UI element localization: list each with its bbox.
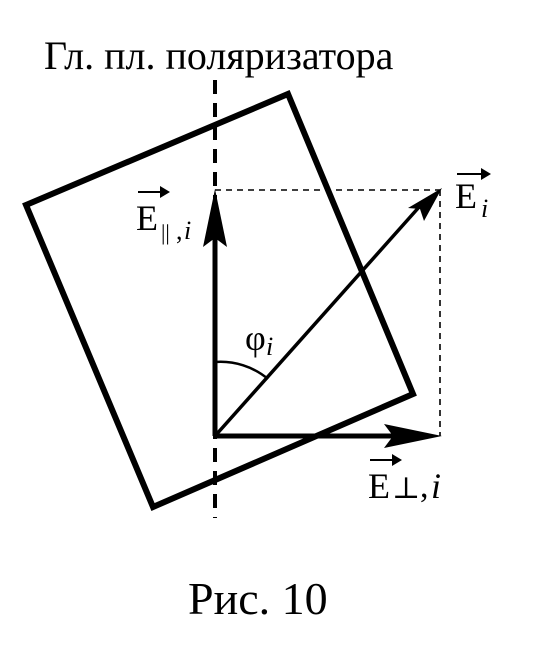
e-total-label: E i — [455, 166, 505, 226]
vector-arrow-icon — [138, 186, 170, 198]
diagram-title: Гл. пл. поляризатора — [44, 33, 394, 78]
figure-caption: Рис. 10 — [188, 573, 328, 624]
polarizer-plate — [22, 90, 417, 511]
e-parallel-sub-sep: , — [176, 216, 183, 245]
e-total-sub: i — [481, 194, 489, 223]
e-parallel-sub-symbol: || — [161, 220, 170, 245]
vector-arrow-icon — [457, 168, 491, 180]
angle-sub: i — [266, 332, 274, 361]
angle-label: φ i — [245, 318, 295, 368]
e-total-vector-shaft — [213, 204, 422, 438]
e-perp-label: E ⊥ , i — [368, 452, 468, 516]
e-total-arrowhead — [408, 188, 442, 221]
e-perp-arrowhead — [384, 424, 442, 448]
vector-arrow-icon — [370, 454, 402, 466]
e-parallel-sub-index: i — [184, 216, 192, 245]
e-parallel-arrowhead — [203, 189, 227, 247]
e-perp-index: i — [431, 466, 442, 506]
e-total-base: E — [455, 176, 477, 216]
angle-arc — [214, 360, 269, 380]
e-perp-base: E — [368, 466, 390, 506]
e-perp-sep: , — [420, 468, 429, 505]
e-parallel-base: E — [136, 198, 158, 238]
e-parallel-label: E || , i — [136, 184, 216, 254]
angle-base: φ — [245, 318, 266, 358]
e-perp-symbol: ⊥ — [392, 472, 421, 505]
